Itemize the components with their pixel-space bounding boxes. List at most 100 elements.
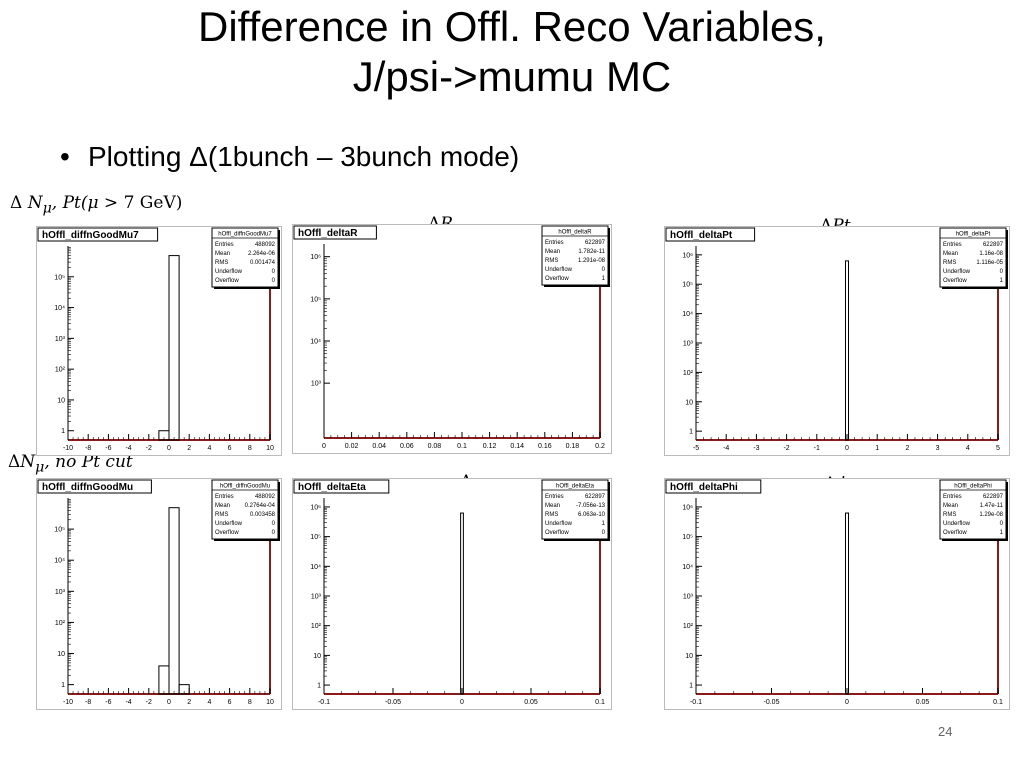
y-tick-label: 10 (685, 399, 693, 406)
x-tick-label: -2 (783, 445, 789, 452)
stats-title: hOffl_deltaPt (956, 232, 991, 238)
y-tick-label: 10⁵ (682, 534, 693, 541)
x-tick-label: -0.1 (690, 699, 702, 706)
x-tick-label: 4 (207, 699, 211, 706)
label-sub: μ (35, 459, 45, 476)
stats-value: 1.29e-08 (979, 512, 1003, 518)
histogram-title: hOffl_diffnGoodMu7 (42, 230, 139, 241)
page-number: 24 (938, 724, 953, 739)
y-tick-label: 10⁶ (310, 504, 321, 511)
stats-value: 6.063e-10 (578, 512, 606, 518)
y-tick-label: 10³ (55, 336, 66, 343)
stats-value: 1.116e-05 (976, 260, 1003, 266)
y-tick-label: 1 (317, 683, 321, 690)
x-tick-label: 0.1 (457, 443, 467, 450)
stats-value: 0.2764e-04 (245, 503, 276, 509)
histogram-title-box (37, 227, 159, 242)
histogram-title-box (665, 227, 756, 242)
stats-title: hOffl_diffnGoodMu (220, 484, 270, 490)
x-tick-label: -3 (753, 445, 759, 452)
x-tick-label: 2 (187, 445, 191, 452)
stats-key: Overflow (545, 530, 569, 536)
stats-key: Mean (943, 251, 958, 257)
x-tick-label: -4 (125, 445, 131, 452)
y-tick-label: 10² (55, 620, 66, 627)
x-tick-label: 0.06 (400, 443, 414, 450)
x-tick-label: 0 (460, 699, 464, 706)
x-tick-label: 0.14 (510, 443, 524, 450)
histogram-bin (844, 260, 850, 441)
bullet-dot-icon: • (60, 141, 70, 172)
stats-value: 0 (272, 521, 276, 527)
x-tick-label: -0.05 (764, 699, 780, 706)
stats-key: Underflow (943, 521, 971, 527)
x-tick-label: -4 (723, 445, 729, 452)
histogram-bin (844, 512, 850, 695)
x-tick-label: 2 (905, 445, 909, 452)
stats-value: 1.291e-08 (578, 258, 606, 264)
x-tick-label: -8 (85, 445, 91, 452)
x-tick-label: -8 (85, 699, 91, 706)
slide-title-line-2: J/psi->mumu MC (352, 53, 672, 100)
stats-key: RMS (215, 260, 228, 266)
x-tick-label: -0.1 (318, 699, 330, 706)
stats-key: RMS (943, 512, 956, 518)
stats-title: hOffl_deltaR (558, 230, 592, 236)
stats-key: Mean (545, 503, 560, 509)
y-tick-label: 10² (683, 623, 694, 630)
y-tick-label: 10⁴ (310, 339, 321, 346)
x-tick-label: 4 (207, 445, 211, 452)
x-tick-label: 0.05 (524, 699, 538, 706)
stats-title: hOffl_diffnGoodMu7 (218, 232, 272, 238)
y-tick-label: 10³ (683, 341, 694, 348)
stats-key: Overflow (215, 530, 239, 536)
label-var: N (27, 193, 43, 213)
x-tick-label: 0.08 (428, 443, 442, 450)
stats-key: Entries (215, 494, 234, 500)
x-tick-label: -2 (146, 445, 152, 452)
stats-key: Overflow (943, 530, 967, 536)
y-tick-label: 10² (311, 623, 322, 630)
histogram-title: hOffl_diffnGoodMu (42, 482, 133, 493)
stats-value: 488092 (255, 242, 276, 248)
stats-key: Mean (943, 503, 958, 509)
stats-value: -7.056e-13 (576, 503, 606, 509)
histogram-title-box (37, 479, 152, 494)
stats-value: 1 (1000, 530, 1004, 536)
y-tick-label: 10⁴ (54, 305, 65, 312)
y-tick-label: 10 (57, 397, 65, 404)
histogram-title: hOffl_deltaPt (670, 230, 733, 241)
y-tick-label: 1 (689, 429, 693, 436)
histogram-title-box (293, 225, 377, 240)
histogram-bin (178, 684, 190, 695)
slide-title: Difference in Offl. Reco Variables, J/ps… (0, 2, 1024, 102)
histogram-title: hOffl_deltaPhi (670, 482, 738, 493)
stats-value: 0 (602, 530, 606, 536)
stats-value: 0 (272, 269, 276, 275)
y-tick-label: 10⁶ (682, 504, 693, 511)
label-num: 7 GeV (123, 193, 176, 213)
x-tick-label: 3 (936, 445, 940, 452)
histogram-bin (460, 512, 464, 695)
y-tick-label: 10⁵ (54, 274, 65, 281)
label-delta-symbol: Δ (8, 452, 21, 472)
histogram-title-box (665, 479, 762, 494)
stats-value: 0 (602, 267, 606, 273)
y-tick-label: 10² (55, 367, 66, 374)
x-tick-label: 6 (228, 699, 232, 706)
y-tick-label: 10⁴ (310, 564, 321, 571)
x-tick-label: -4 (125, 699, 131, 706)
x-tick-label: 0.04 (372, 443, 386, 450)
x-tick-label: 8 (248, 445, 252, 452)
stats-value: 1 (602, 276, 606, 282)
y-tick-label: 10³ (683, 594, 694, 601)
histogram-title: hOffl_deltaR (298, 228, 358, 239)
y-tick-label: 10⁴ (54, 558, 65, 565)
y-tick-label: 10⁴ (682, 311, 693, 318)
y-tick-label: 10³ (311, 594, 322, 601)
